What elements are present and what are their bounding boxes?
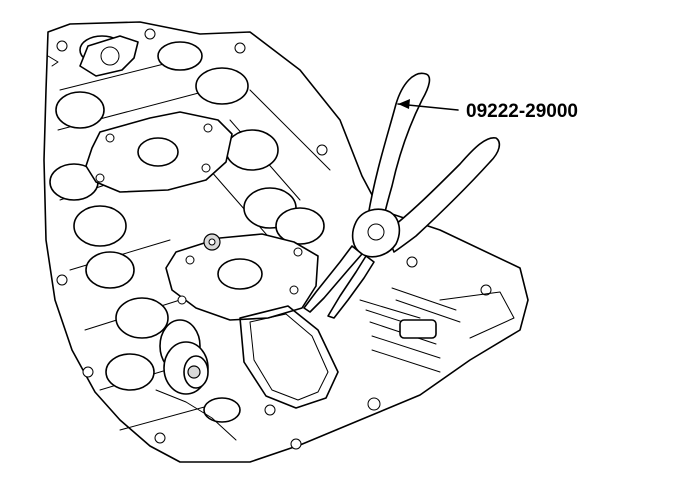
part-number-label: 09222-29000: [466, 101, 578, 122]
corner-mark: [47, 55, 59, 67]
bolt-hole: [290, 438, 302, 450]
bolt-hole: [406, 256, 418, 268]
bolt-hole: [82, 366, 94, 378]
pliers-tool: [303, 72, 501, 319]
cylinder-head: [43, 21, 529, 463]
bolt-hole: [56, 40, 68, 52]
leader-arrowhead: [398, 99, 410, 109]
bearing-caps: [79, 35, 319, 321]
bolt-hole: [234, 42, 246, 54]
machined-ribs: [359, 287, 515, 373]
pliers-jaw-left: [303, 245, 363, 313]
cylinder-head-outline: [43, 21, 529, 463]
recess-outline: [239, 305, 339, 409]
bolt-hole: [264, 404, 276, 416]
bolt-hole: [144, 28, 156, 40]
bolt-hole: [316, 144, 328, 156]
lifter-bores: [49, 35, 325, 391]
bolt-hole: [154, 432, 166, 444]
pliers-handle-right: [385, 137, 501, 253]
valve-spring-recess: [203, 233, 339, 409]
bolt-hole: [56, 274, 68, 286]
rib-block: [399, 319, 437, 339]
pliers-handle-left: [367, 72, 431, 227]
callout: 09222-29000: [397, 99, 578, 122]
cam-followers: [155, 341, 241, 441]
pivot-rivet: [367, 223, 385, 241]
bolt-hole: [480, 284, 492, 296]
bolt-hole: [367, 397, 381, 411]
pliers-jaw-right: [327, 255, 375, 319]
